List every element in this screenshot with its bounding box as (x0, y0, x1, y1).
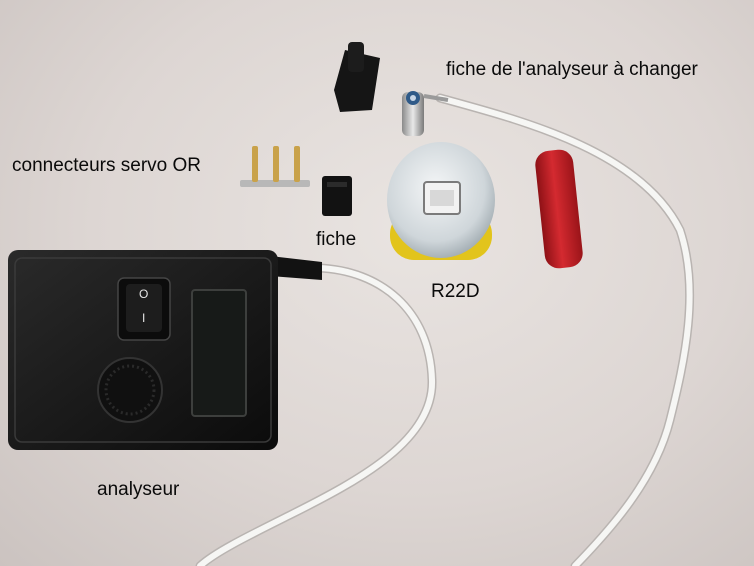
label-servo-connectors: connecteurs servo OR (12, 155, 202, 176)
connector-body (334, 42, 380, 112)
r22d-sensor (387, 142, 495, 260)
label-analyser: analyseur (97, 479, 180, 500)
label-r22d: R22D (431, 281, 480, 302)
analyser-plug (402, 91, 449, 136)
switch-on-mark: I (142, 311, 146, 325)
switch-off-mark: O (139, 287, 149, 301)
lcd-display (191, 289, 247, 417)
label-analyser-plug: fiche de l'analyseur à changer (446, 59, 698, 80)
label-plug: fiche (316, 229, 357, 250)
knob (97, 357, 163, 423)
analyser-box (8, 250, 278, 450)
servo-pins (240, 146, 310, 187)
cable-gland (270, 256, 322, 280)
heat-shrink-sleeve (535, 149, 583, 269)
